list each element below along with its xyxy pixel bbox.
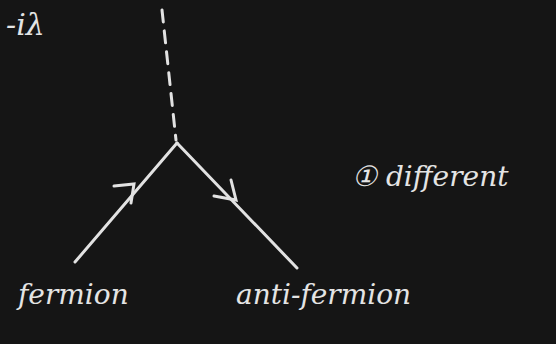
antifermion-line: [177, 143, 297, 268]
chalk-label: fermion: [18, 280, 129, 311]
arrow-head: [114, 184, 134, 203]
scalar-line: [162, 10, 176, 140]
chalk-label: anti-fermion: [236, 280, 411, 311]
chalk-label: ① different: [352, 162, 508, 193]
arrow-head: [214, 180, 236, 200]
fermion-line: [75, 143, 177, 262]
chalk-label: -iλ: [6, 8, 45, 41]
